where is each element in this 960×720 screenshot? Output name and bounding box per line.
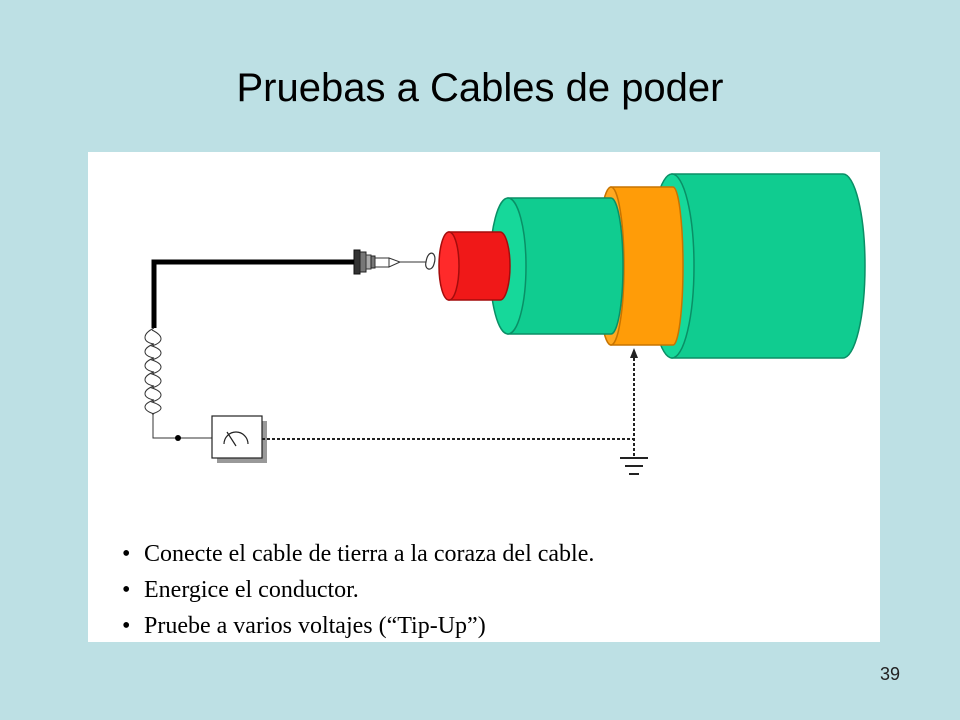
bullet-marker: • [122, 613, 131, 639]
instruction-item: • Conecte el cable de tierra a la coraza … [122, 536, 594, 572]
slide-number: 39 [879, 664, 900, 684]
return-wire [152, 414, 212, 441]
instruction-item: • Energice el conductor. [122, 572, 594, 608]
instruction-item: • Pruebe a varios voltajes (“Tip-Up”) [122, 608, 594, 644]
ground-connection [262, 348, 638, 456]
slide-title: Pruebas a Cables de poder [236, 66, 724, 110]
high-voltage-lead [151, 259, 354, 328]
instruction-text: Energice el conductor. [144, 577, 359, 603]
transformer-coil [144, 327, 162, 415]
bullet-marker: • [122, 577, 131, 603]
instruction-text: Pruebe a varios voltajes (“Tip-Up”) [144, 613, 486, 639]
diagram-panel: • Conecte el cable de tierra a la coraza … [88, 152, 880, 642]
instruction-list: • Conecte el cable de tierra a la coraza … [122, 536, 594, 644]
ground-symbol [620, 457, 648, 475]
instruction-text: Conecte el cable de tierra a la coraza d… [144, 541, 595, 567]
meter-instrument [211, 415, 267, 463]
bullet-marker: • [122, 541, 131, 567]
cable-test-diagram [144, 173, 866, 475]
cable-conductor [438, 231, 511, 301]
test-connector [353, 249, 436, 275]
cable-insulation [489, 197, 624, 335]
